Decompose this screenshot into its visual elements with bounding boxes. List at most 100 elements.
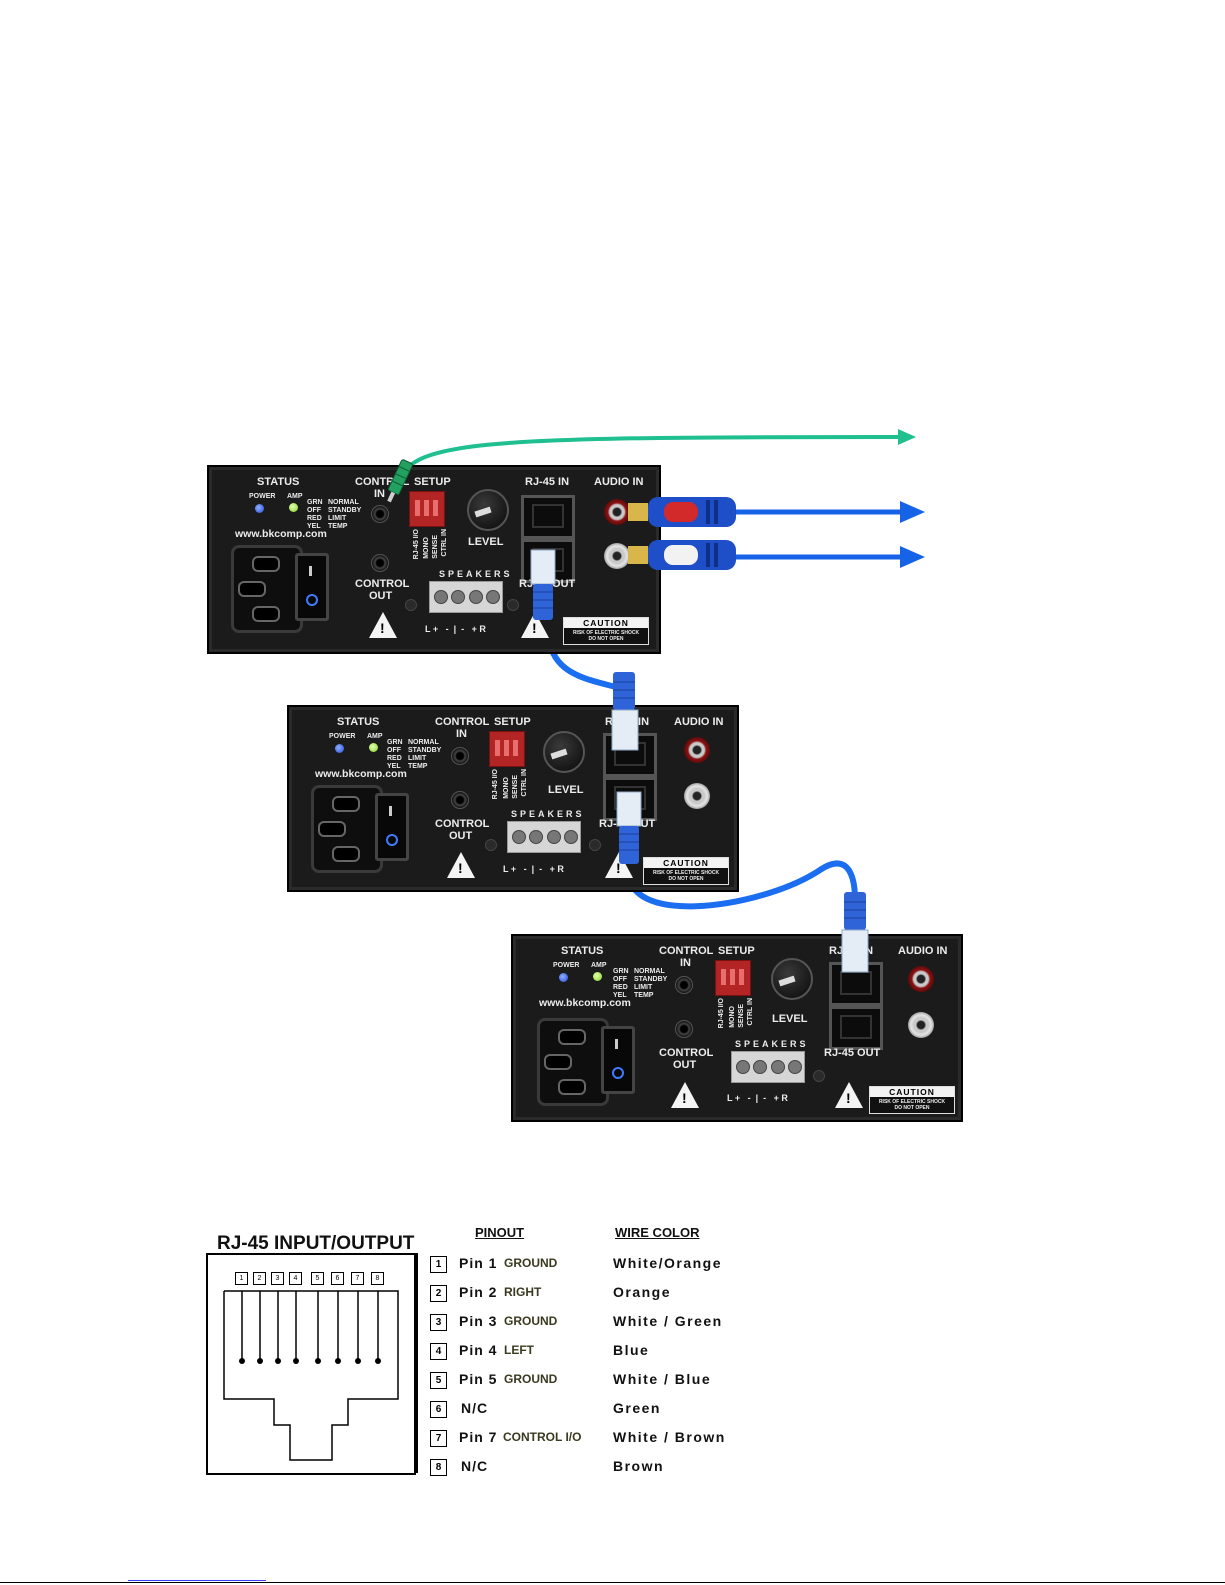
power-led-icon [559,973,568,982]
screw-icon [589,839,601,851]
status-label: STATUS [257,476,300,488]
pin-number-box: 8 [430,1459,447,1476]
power-switch[interactable] [295,553,329,621]
rj45-plug-icon [611,672,639,751]
speaker-terminal-block[interactable] [429,581,503,613]
control-in-jack[interactable] [451,747,469,765]
speaker-polarity-text: L + - | - + R [727,1093,788,1103]
pin-label: Pin 2 [459,1284,498,1300]
pin-signal: CONTROL I/O [503,1430,582,1444]
screw-icon [813,1070,825,1082]
audio-in-left-jack[interactable] [684,737,710,763]
pin-signal: GROUND [504,1372,558,1386]
control-out-label: CONTROL [435,818,490,830]
setup-label: SETUP [494,716,531,728]
pin-label: Pin 3 [459,1313,498,1329]
control-in-label: CONTROL [355,476,410,488]
power-label: POWER [249,493,276,500]
level-knob[interactable] [467,489,509,531]
speaker-terminal-block[interactable] [731,1051,805,1083]
pin-label: N/C [461,1458,489,1474]
warning-triangle-icon [369,612,397,638]
shock-warning-icon [835,1082,863,1108]
warning-triangle-icon [447,852,475,878]
level-knob[interactable] [771,958,813,1000]
wire-color: White / Blue [613,1371,712,1387]
jack-pin-number: 2 [253,1272,266,1285]
power-label: POWER [329,733,356,740]
rj45-plug-icon [841,892,869,973]
amp-label: AMP [287,493,303,500]
jack-pin-number: 1 [235,1272,248,1285]
speaker-terminal-block[interactable] [507,821,581,853]
divider [416,1253,418,1473]
pin-signal: GROUND [504,1314,558,1328]
pin-signal: LEFT [504,1343,534,1357]
wire-color: White / Green [613,1313,723,1329]
audio-in-right-jack[interactable] [684,783,710,809]
pin-number-box: 5 [430,1372,447,1389]
audio-in-left-jack[interactable] [908,966,934,992]
amp-led-icon [593,972,602,981]
audio-in-label: AUDIO IN [674,716,724,728]
control-out-label: CONTROL [659,1047,714,1059]
amp-label: AMP [591,962,607,969]
rj45-in-label: RJ-45 IN [525,476,570,488]
amp-led-icon [289,503,298,512]
speaker-polarity-text: L + - | - + R [503,864,564,874]
audio-in-label: AUDIO IN [898,945,948,957]
link-underline [128,1580,266,1581]
control-in-jack[interactable] [675,976,693,994]
wire-color: Brown [613,1458,665,1474]
jack-pin-number: 8 [371,1272,384,1285]
rj45-out-port[interactable] [829,1006,883,1050]
audio-in-left-jack[interactable] [604,499,630,525]
rj45-in-port[interactable] [521,495,575,539]
power-led-icon [335,744,344,753]
pin-number-box: 4 [430,1343,447,1360]
control-out-jack[interactable] [451,791,469,809]
website-text: www.bkcomp.com [235,528,327,540]
rj45-plug-icon [616,791,642,864]
setup-dip-switch[interactable] [409,491,445,527]
amp-led-icon [369,743,378,752]
power-switch[interactable] [375,793,409,861]
pin-label: N/C [461,1400,489,1416]
power-switch[interactable] [601,1026,635,1094]
audio-in-right-jack[interactable] [604,543,630,569]
iec-power-inlet-icon[interactable] [537,1018,609,1106]
iec-power-inlet-icon[interactable] [231,545,303,633]
wire-color: White/Orange [613,1255,723,1271]
level-label: LEVEL [772,1013,808,1025]
control-in-label: CONTROL [435,716,490,728]
amp-label: AMP [367,733,383,740]
speakers-label: SPEAKERS [439,569,513,579]
screw-icon [485,839,497,851]
control-out-jack[interactable] [371,554,389,572]
pin-number-box: 2 [430,1285,447,1302]
iec-power-inlet-icon[interactable] [311,785,383,873]
pin-number-box: 6 [430,1401,447,1418]
level-knob[interactable] [543,731,585,773]
wire-color: White / Brown [613,1429,726,1445]
warning-triangle-icon [671,1082,699,1108]
control-out-jack[interactable] [675,1020,693,1038]
setup-label: SETUP [718,945,755,957]
setup-label: SETUP [414,476,451,488]
setup-dip-switch[interactable] [489,731,525,767]
setup-dip-switch[interactable] [715,960,751,996]
audio-cable-right-arrow [900,546,925,568]
jack-pin-number: 3 [271,1272,284,1285]
control-in-jack[interactable] [371,505,389,523]
level-label: LEVEL [548,784,584,796]
audio-cable-left-arrow [900,501,925,523]
rj45-plug-icon [530,549,556,620]
led-grn-text: GRN [307,499,323,506]
audio-in-right-jack[interactable] [908,1012,934,1038]
level-label: LEVEL [468,536,504,548]
